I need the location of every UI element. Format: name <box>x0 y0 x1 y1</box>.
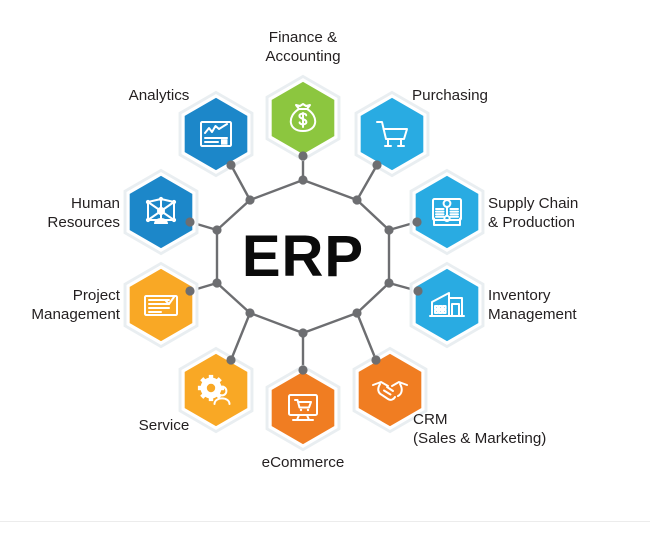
spoke-purchasing <box>355 163 379 202</box>
module-supply-chain-production[interactable] <box>409 168 485 256</box>
footer-divider <box>0 521 650 522</box>
module-hexagon[interactable] <box>412 265 482 345</box>
module-joint-dot <box>371 355 381 365</box>
module-purchasing[interactable] <box>354 90 430 178</box>
module-label-supply-chain-production: Supply Chain& Production <box>488 195 578 231</box>
module-joint-dot <box>413 286 423 296</box>
module-hexagon[interactable] <box>357 94 427 174</box>
module-joint-dot <box>185 217 195 227</box>
module-halo <box>352 346 428 434</box>
shopping-cart-icon <box>376 121 408 147</box>
module-joint-dot <box>372 160 382 170</box>
ring-joint-dot <box>352 195 362 205</box>
module-label-finance-accounting: Finance &Accounting <box>265 29 340 65</box>
module-halo <box>409 168 485 256</box>
money-bag-icon <box>289 103 317 132</box>
module-hexagon[interactable] <box>181 94 251 174</box>
module-label-purchasing: Purchasing <box>412 87 488 104</box>
ring-joint-dot <box>384 225 394 235</box>
chart-report-icon <box>200 121 232 147</box>
module-joint-dot <box>298 365 308 375</box>
spoke-analytics <box>229 163 252 202</box>
module-joint-dot <box>185 286 195 296</box>
supply-chain-icon <box>432 198 462 226</box>
module-label-crm-sales-marketing: CRM(Sales & Marketing) <box>413 411 546 447</box>
module-halo <box>265 364 341 452</box>
ring-joint-dot <box>298 328 308 338</box>
spoke-service <box>229 311 252 362</box>
module-label-analytics: Analytics <box>129 87 190 104</box>
module-joint-dot <box>226 355 236 365</box>
handshake-icon <box>372 381 408 401</box>
module-human-resources[interactable] <box>123 168 199 256</box>
module-joint-dot <box>412 217 422 227</box>
ring-joint-dot <box>212 225 222 235</box>
ring-joint-dot <box>212 278 222 288</box>
module-halo <box>354 90 430 178</box>
module-layer <box>123 74 485 452</box>
module-project-management[interactable] <box>123 261 199 349</box>
module-label-ecommerce: eCommerce <box>262 454 345 471</box>
ring-joint-dot <box>298 175 308 185</box>
hub-label: ERP <box>242 224 364 289</box>
module-finance-accounting[interactable] <box>265 74 341 162</box>
module-analytics[interactable] <box>178 90 254 178</box>
gear-person-icon <box>197 374 231 405</box>
module-halo <box>178 346 254 434</box>
module-inventory-management[interactable] <box>409 261 485 349</box>
module-joint-dot <box>226 160 236 170</box>
module-halo <box>409 261 485 349</box>
monitor-cart-icon <box>288 394 318 421</box>
module-service[interactable] <box>178 346 254 434</box>
ring-joint-dot <box>352 308 362 318</box>
module-ecommerce[interactable] <box>265 364 341 452</box>
org-network-icon <box>145 196 177 224</box>
warehouse-icon <box>429 292 465 317</box>
module-joint-dot <box>298 151 308 161</box>
module-crm-sales-marketing[interactable] <box>352 346 428 434</box>
checklist-card-icon <box>144 295 178 316</box>
module-halo <box>123 168 199 256</box>
module-halo <box>123 261 199 349</box>
module-label-service: Service <box>139 417 190 434</box>
joint-dot-layer <box>185 151 423 375</box>
ring-joint-dot <box>245 308 255 318</box>
ring-joint-dot <box>384 278 394 288</box>
spoke-crm-sales-marketing <box>355 311 378 362</box>
module-halo <box>178 90 254 178</box>
ring-joint-dot <box>245 195 255 205</box>
